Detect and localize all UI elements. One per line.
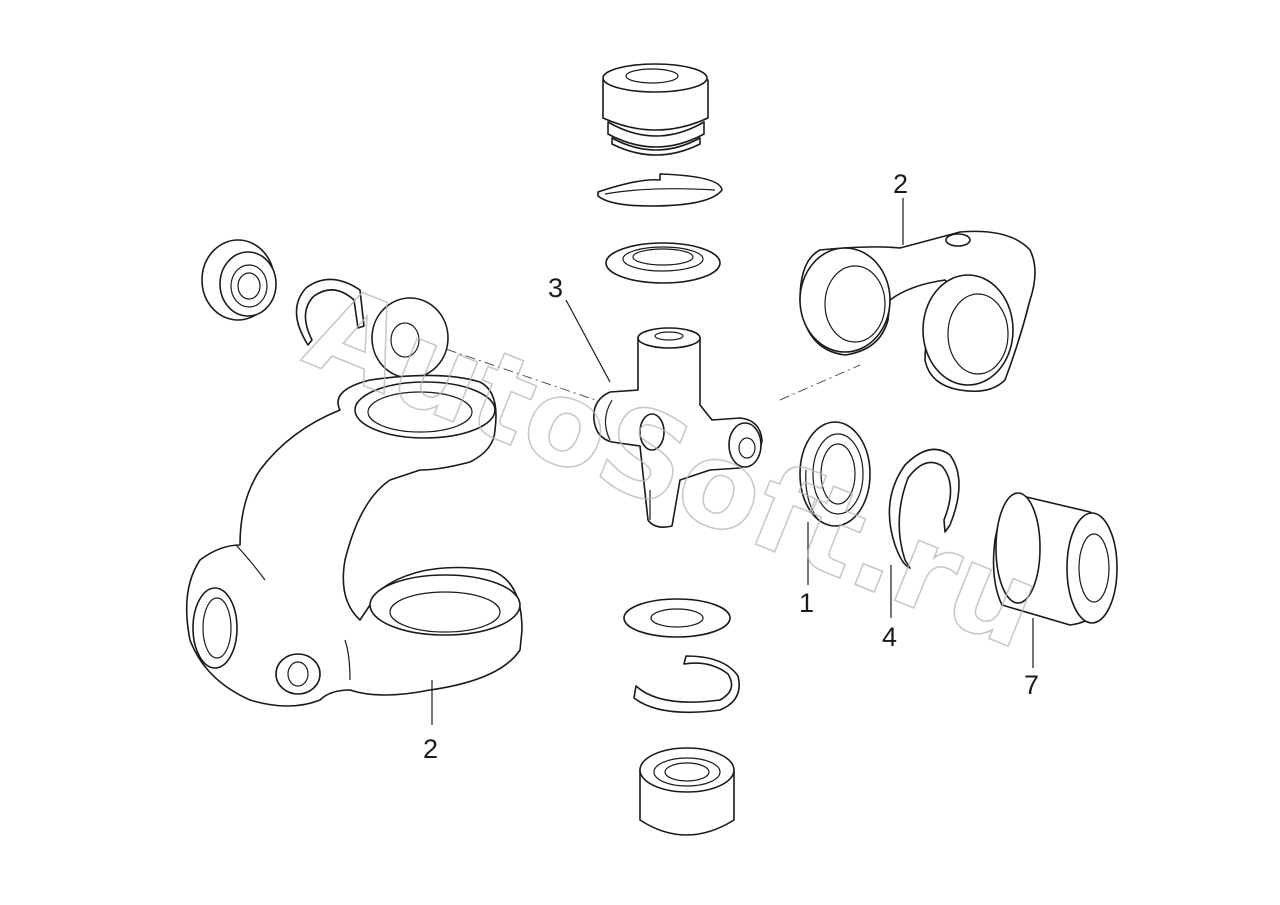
yoke-left [185,374,523,707]
bearing-cup-top [602,63,709,156]
axis-lines [389,329,861,406]
bearing-cup-part-7 [992,492,1118,626]
callout-part-7: 7 [1024,670,1039,700]
cross-spider [593,327,763,528]
needle-bearing-bottom [639,747,735,836]
washer-bottom [623,598,731,638]
callout-part-3: 3 [548,273,563,303]
leader-lines [431,198,1034,725]
callouts: 3 2 2 1 4 7 [423,169,1039,764]
snap-ring-left [295,278,365,346]
yoke-right [799,230,1036,393]
snap-ring-top [597,173,723,207]
callout-part-2-right: 2 [893,169,908,199]
snap-ring-bottom [633,655,740,714]
leader-3 [565,299,611,383]
needle-bearing-left [201,239,277,321]
callout-part-4: 4 [882,622,897,652]
snap-ring-part-4 [888,448,960,569]
seal-top [605,242,721,284]
callout-part-2-left: 2 [423,734,438,764]
callout-part-1: 1 [799,588,814,618]
seal-part-1 [799,421,871,527]
